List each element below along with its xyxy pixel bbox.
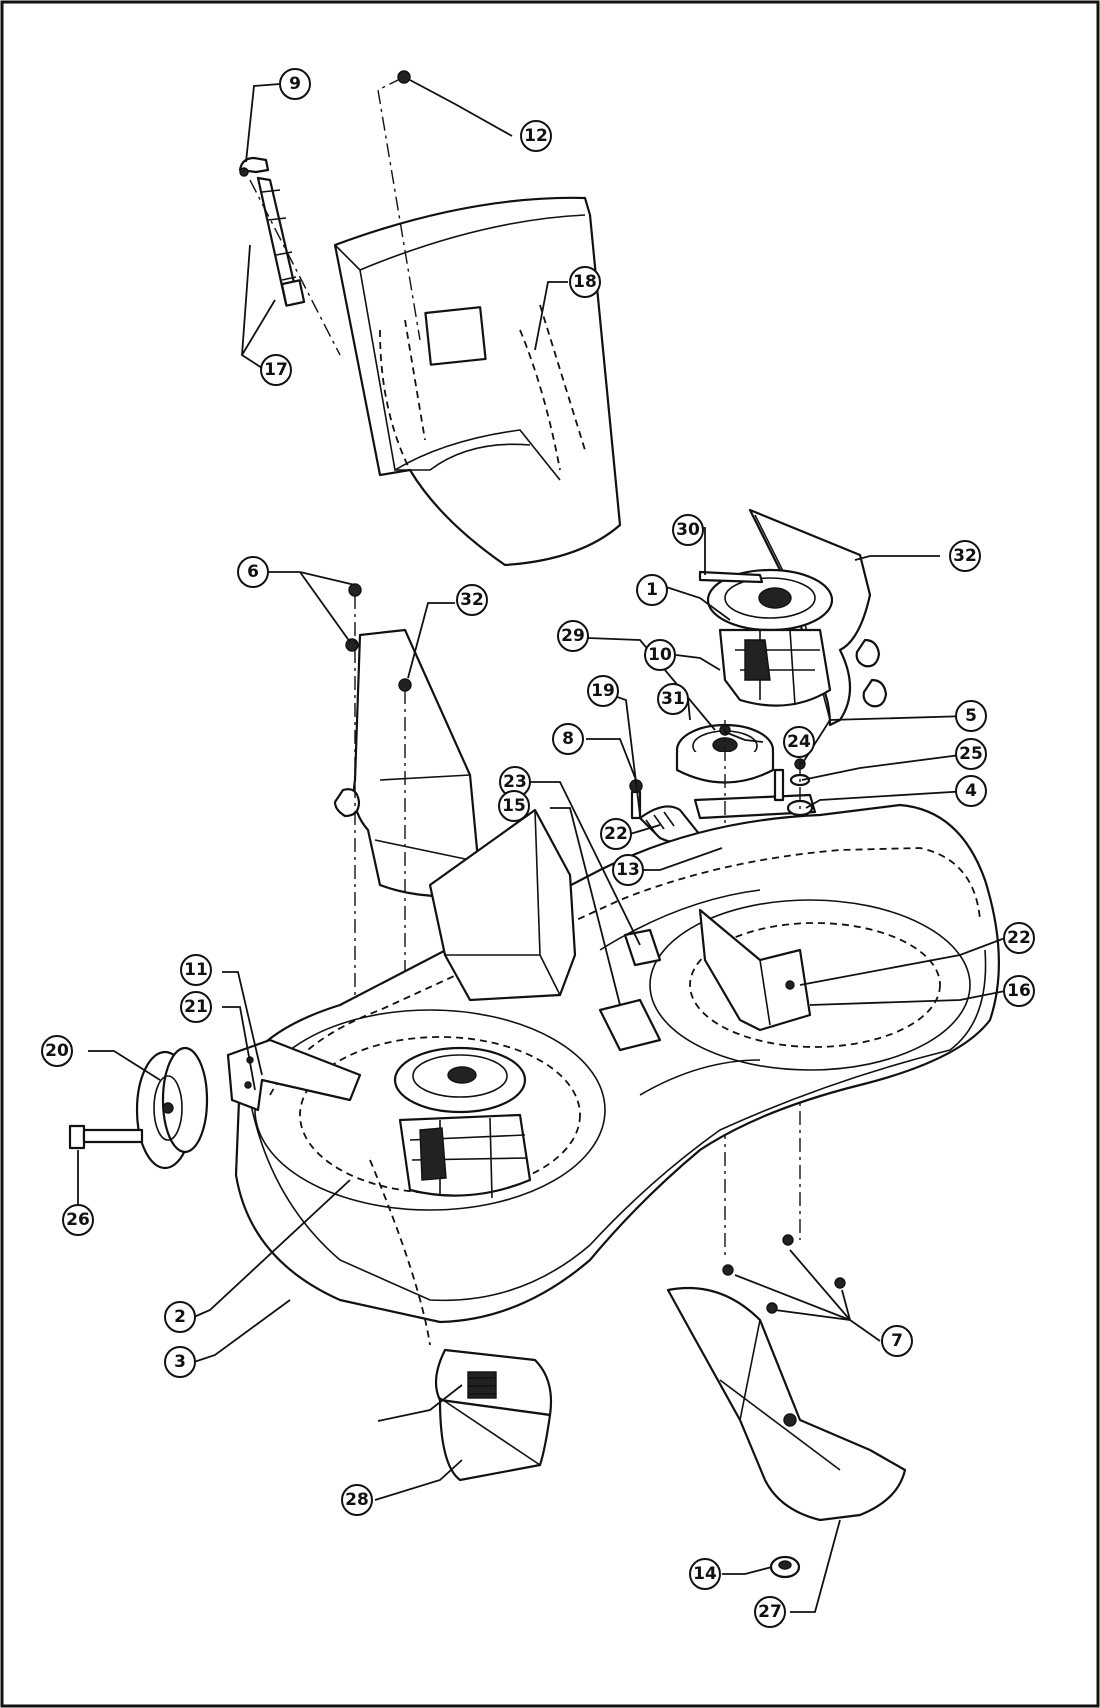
callout-5: 5: [955, 700, 987, 732]
part-16-right-hanger: [698, 908, 812, 1032]
part-6-nut-mid: [345, 638, 359, 652]
svg-text:11: 11: [184, 960, 208, 980]
svg-text:23: 23: [503, 772, 527, 792]
svg-text:13: 13: [616, 860, 640, 880]
part-32-left-belt-guard: [333, 628, 480, 898]
callout-6: 6: [237, 556, 269, 588]
svg-text:18: 18: [573, 272, 597, 292]
callout-18: 18: [569, 266, 601, 298]
svg-text:28: 28: [345, 1490, 369, 1510]
part-14-blade-nut: [769, 1555, 801, 1579]
callout-1: 1: [636, 574, 668, 606]
svg-text:15: 15: [502, 796, 526, 816]
svg-text:8: 8: [562, 729, 574, 749]
svg-text:4: 4: [965, 781, 977, 801]
part-8-bolt-shank: [630, 790, 642, 820]
svg-text:16: 16: [1007, 981, 1031, 1001]
leader-lines: [77, 79, 1006, 1613]
callout-9: 9: [279, 68, 311, 100]
callout-20: 20: [41, 1035, 73, 1067]
callout-31: 31: [657, 683, 689, 715]
svg-text:22: 22: [604, 824, 628, 844]
callout-14: 14: [689, 1558, 721, 1590]
svg-text:5: 5: [965, 706, 977, 726]
callout-15: 15: [498, 790, 530, 822]
svg-text:22: 22: [1007, 928, 1031, 948]
part-6-nut-low: [398, 678, 412, 692]
part-26-shoulder-bolt: [68, 1124, 144, 1150]
svg-text:14: 14: [693, 1564, 717, 1584]
assembly-line-12: [377, 77, 421, 341]
svg-text:32: 32: [953, 546, 977, 566]
part-12-nut: [397, 70, 411, 84]
callout-11: 11: [180, 954, 212, 986]
part-20-gauge-wheel: [135, 1046, 209, 1170]
callout-25: 25: [955, 738, 987, 770]
svg-text:20: 20: [45, 1041, 69, 1061]
callout-26: 26: [62, 1204, 94, 1236]
callout-10: 10: [644, 639, 676, 671]
svg-text:7: 7: [891, 1331, 903, 1351]
part-3-mower-deck: [234, 803, 1000, 1324]
callout-22-right: 22: [1003, 922, 1035, 954]
part-2-left-spindle-assembly: [393, 1046, 532, 1199]
callout-13: 13: [612, 854, 644, 886]
svg-text:30: 30: [676, 520, 700, 540]
svg-text:6: 6: [247, 562, 259, 582]
callout-3: 3: [164, 1346, 196, 1378]
svg-text:31: 31: [661, 689, 685, 709]
svg-text:27: 27: [758, 1602, 782, 1622]
svg-text:12: 12: [524, 126, 548, 146]
callout-2: 2: [164, 1301, 196, 1333]
callout-16: 16: [1003, 975, 1035, 1007]
part-1-right-spindle-assembly: [698, 568, 834, 707]
callout-32-top: 32: [949, 540, 981, 572]
callout-27: 27: [754, 1596, 786, 1628]
callout-7: 7: [881, 1325, 913, 1357]
svg-text:25: 25: [959, 744, 983, 764]
part-21-deck-bracket: [226, 1038, 362, 1112]
callout-19: 19: [587, 675, 619, 707]
callout-17: 17: [260, 354, 292, 386]
part-15-baffle: [428, 808, 577, 1002]
svg-text:21: 21: [184, 997, 208, 1017]
svg-text:19: 19: [591, 681, 615, 701]
callout-4: 4: [955, 775, 987, 807]
part-23-bracket: [598, 928, 662, 1052]
svg-text:9: 9: [289, 74, 301, 94]
part-9-hook: [238, 156, 270, 177]
callout-29: 29: [557, 620, 589, 652]
callout-23: 23: [499, 766, 531, 798]
callout-24: 24: [783, 726, 815, 758]
svg-text:1: 1: [646, 580, 658, 600]
part-27-right-blade: [666, 1286, 907, 1522]
callout-8: 8: [552, 723, 584, 755]
part-28-left-blade: [369, 1159, 553, 1482]
part-7-screws: [722, 1234, 846, 1314]
svg-text:10: 10: [648, 645, 672, 665]
part-6-nut-top: [348, 583, 362, 597]
callout-21: 21: [180, 991, 212, 1023]
svg-text:32: 32: [460, 590, 484, 610]
part-17-spring-bracket: [256, 176, 306, 307]
callout-30: 30: [672, 514, 704, 546]
callout-28: 28: [341, 1484, 373, 1516]
callout-22-left: 22: [600, 818, 632, 850]
callout-12: 12: [520, 120, 552, 152]
svg-text:2: 2: [174, 1307, 186, 1327]
part-18-discharge-chute: [333, 196, 622, 567]
svg-text:29: 29: [561, 626, 585, 646]
svg-text:24: 24: [787, 732, 811, 752]
callout-32-left: 32: [456, 584, 488, 616]
svg-text:26: 26: [66, 1210, 90, 1230]
svg-text:3: 3: [174, 1352, 186, 1372]
svg-text:17: 17: [264, 360, 288, 380]
assembly-line-9: [249, 179, 341, 356]
